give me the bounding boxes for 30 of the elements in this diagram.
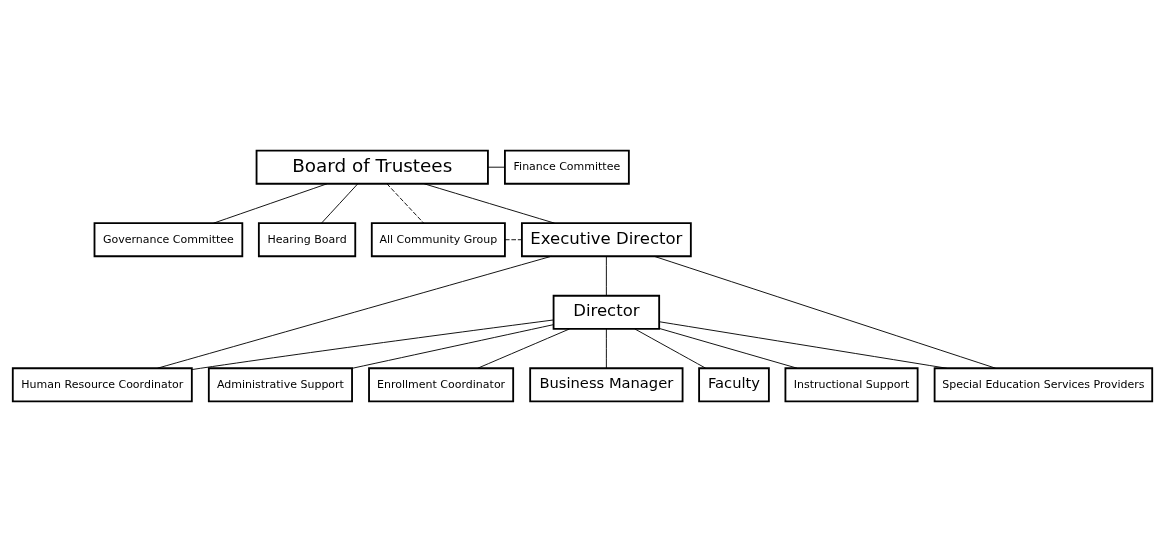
connector [213,183,328,224]
node-box: Finance Committee [504,149,630,185]
connector [386,183,425,224]
connector [659,321,948,369]
connector [321,183,359,224]
node-box: Hearing Board [257,222,357,258]
node-box: Instructional Support [784,367,919,403]
node-box: Governance Committee [93,222,244,258]
node-box: Enrollment Coordinator [368,367,515,403]
connector [605,255,607,297]
node-box: Special Education Services Providers [933,367,1154,403]
connector [423,183,555,224]
connector [157,255,552,369]
connector [504,239,523,241]
connector [351,324,554,369]
connector [653,255,997,369]
node-box: All Community Group [370,222,506,258]
node-box: Board of Trustees [255,149,489,185]
connector [191,319,554,370]
connector [477,328,571,369]
node-box: Human Resource Coordinator [11,367,193,403]
node-box: Business Manager [529,367,684,403]
connector [487,166,506,168]
node-box: Director [552,294,661,330]
connector [634,328,707,369]
node-box: Faculty [698,367,770,403]
connector [605,328,607,369]
node-box: Executive Director [521,222,692,258]
connector [658,328,798,369]
node-box: Administrative Support [207,367,353,403]
